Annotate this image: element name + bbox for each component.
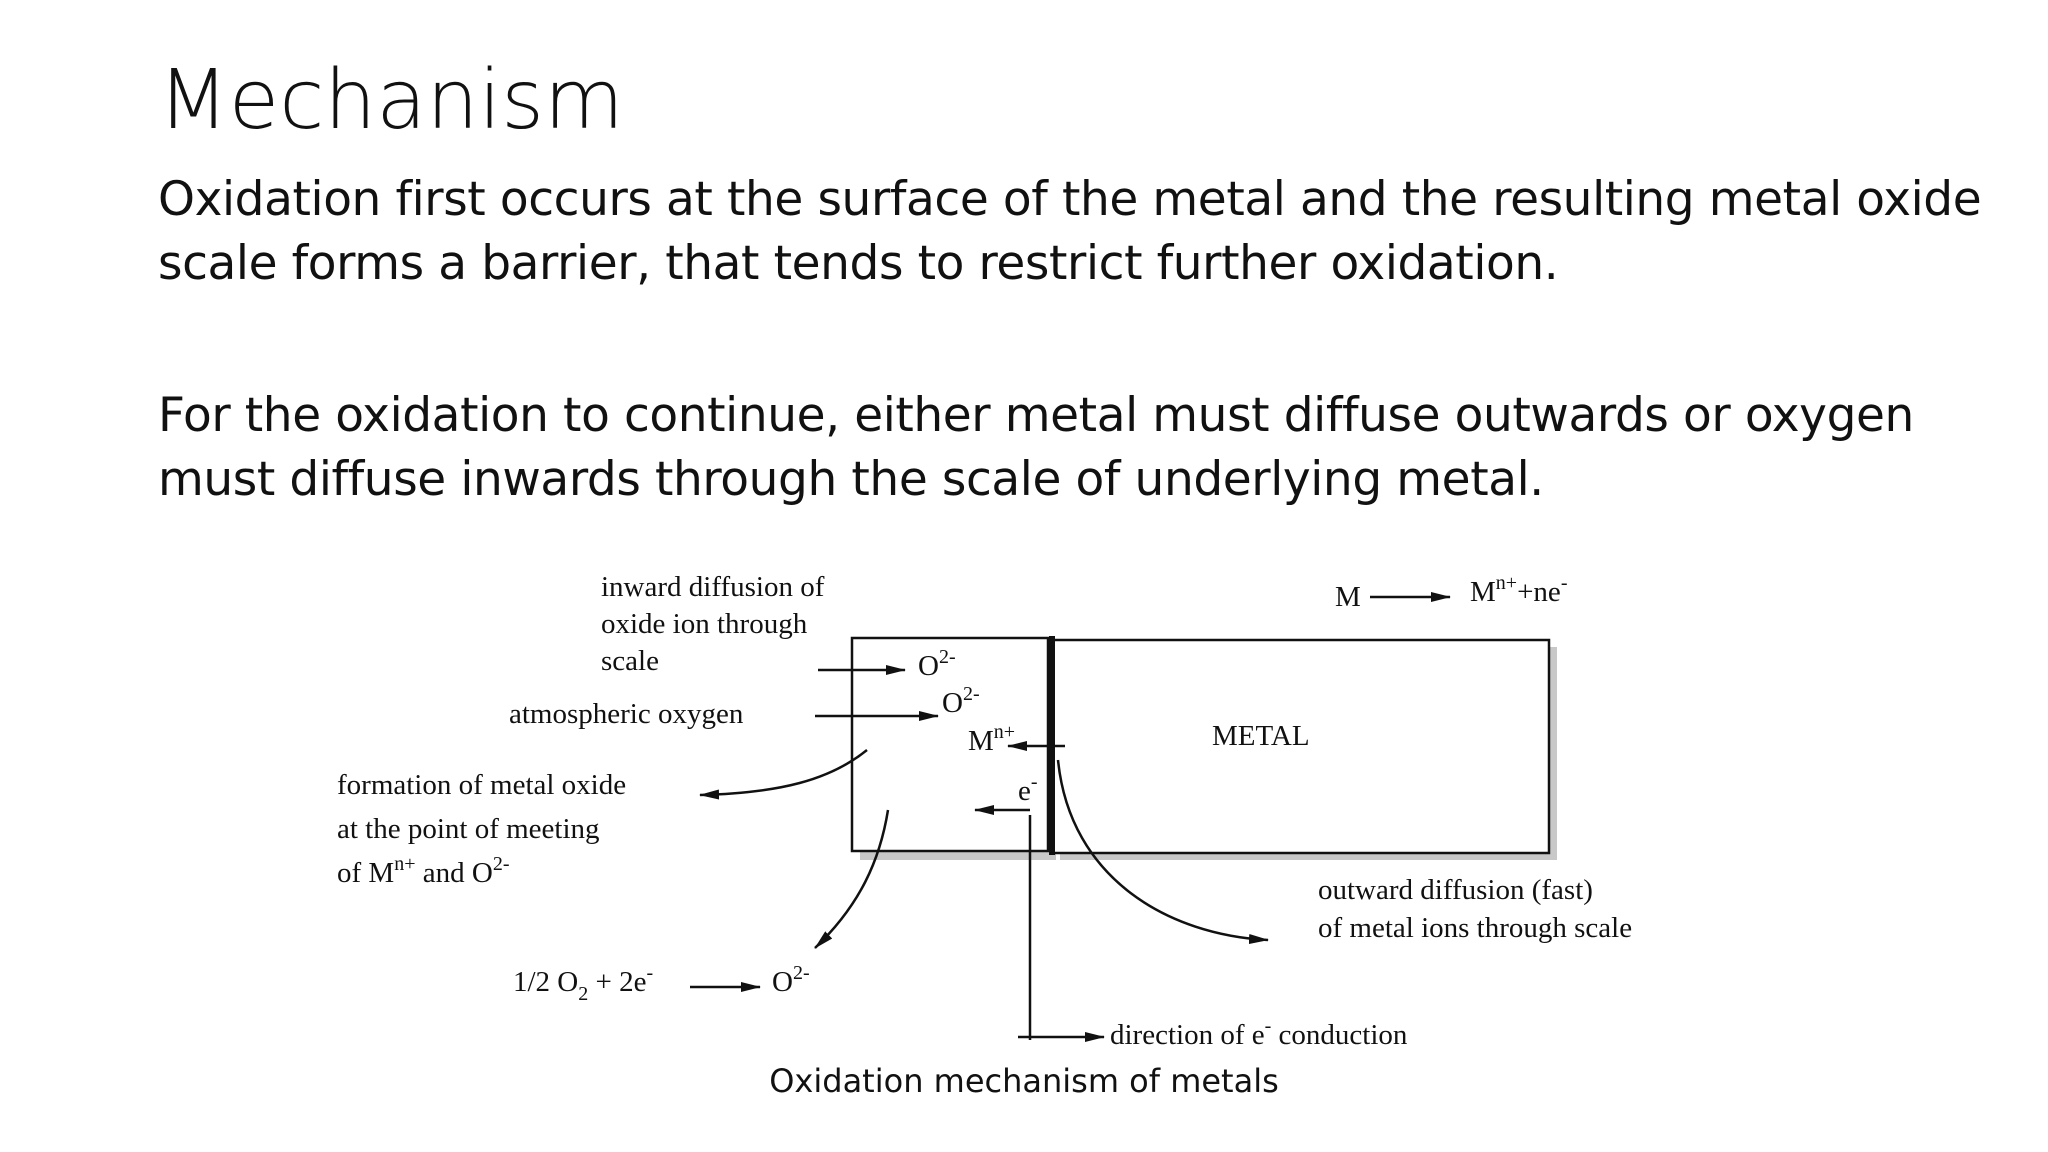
inward-label-line2: oxide ion through xyxy=(601,608,808,640)
metal-box xyxy=(1050,638,1551,855)
atmospheric-oxygen-label: atmospheric oxygen xyxy=(509,698,744,730)
oxide-ion-mid: O2- xyxy=(942,683,980,719)
metal-ion-label: Mn+ xyxy=(968,721,1015,757)
metal-reaction-right: Mn++ne- xyxy=(1470,572,1567,608)
metal-reaction-left: M xyxy=(1335,581,1361,613)
formation-label-line3: of Mn+ and O2- xyxy=(337,853,509,889)
conduction-label: direction of e- conduction xyxy=(1110,1015,1408,1051)
electron-label: e- xyxy=(1018,771,1038,807)
oxygen-reduction-right: O2- xyxy=(772,962,810,998)
oxygen-reduction-left: 1/2 O2 + 2e- xyxy=(513,962,653,1005)
paragraph-oxidation-first: Oxidation first occurs at the surface of… xyxy=(158,172,1982,291)
metal-label: METAL xyxy=(1212,720,1310,752)
slide-title: Mechanism xyxy=(158,53,624,148)
reaction-curve-arrow xyxy=(814,809,890,949)
oxide-ion-top: O2- xyxy=(918,646,956,682)
outward-label-line1: outward diffusion (fast) xyxy=(1318,874,1593,906)
formation-label-line2: at the point of meeting xyxy=(337,813,600,845)
diagram-caption: Oxidation mechanism of metals xyxy=(769,1062,1279,1100)
outward-label-line2: of metal ions through scale xyxy=(1318,912,1632,944)
inward-label-line1: inward diffusion of xyxy=(601,571,825,603)
inward-label-line3: scale xyxy=(601,645,659,677)
outward-diffusion-curve xyxy=(1056,759,1269,945)
formation-curve-arrow xyxy=(699,749,868,800)
paragraph-oxidation-continue: For the oxidation to continue, either me… xyxy=(158,388,1914,507)
formation-label-line1: formation of metal oxide xyxy=(337,769,626,801)
